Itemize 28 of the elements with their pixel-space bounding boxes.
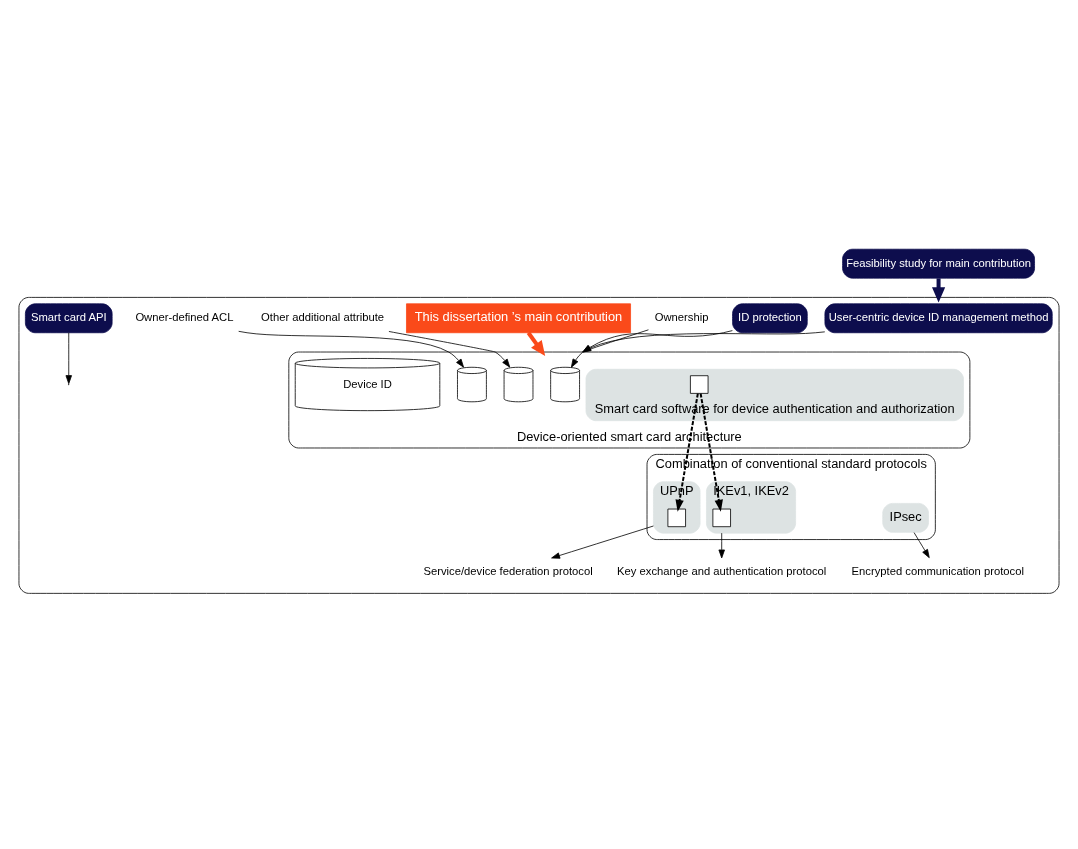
- node-text: Service/device federation protocol: [423, 565, 593, 578]
- cluster: IKEv1, IKEv2: [706, 481, 796, 534]
- arrow: [699, 393, 723, 512]
- arrow: [718, 532, 725, 559]
- node-box: Feasibility study for main contribution: [842, 248, 1035, 279]
- node-text: Key exchange and authentication protocol: [617, 565, 827, 578]
- node-box: [690, 375, 709, 394]
- arrow: [388, 331, 511, 368]
- arrow: [65, 332, 72, 385]
- node-text: Encrypted communication protocol: [851, 565, 1024, 578]
- node-box: ID protection: [732, 303, 808, 334]
- arrow: [913, 532, 930, 559]
- node-box: IPsec: [882, 503, 929, 533]
- node-text: Other additional attribute: [261, 311, 385, 324]
- cluster: [18, 297, 1060, 594]
- node-box: This dissertation ’s main contribution: [406, 303, 631, 334]
- arrow: [238, 330, 464, 368]
- node-box: [712, 508, 731, 528]
- node-box: [667, 508, 686, 528]
- node-text: Ownership: [654, 311, 709, 324]
- node-box: Smart card API: [25, 303, 113, 334]
- arrow: [571, 329, 649, 368]
- cluster: UPnP: [653, 481, 701, 534]
- node-text: Owner-defined ACL: [135, 311, 234, 324]
- cluster: Smart card software for device authentication and authorization: [585, 368, 964, 422]
- node-box: User-centric device ID management method: [824, 303, 1053, 334]
- arrow: [675, 393, 699, 512]
- arrow: [551, 525, 654, 559]
